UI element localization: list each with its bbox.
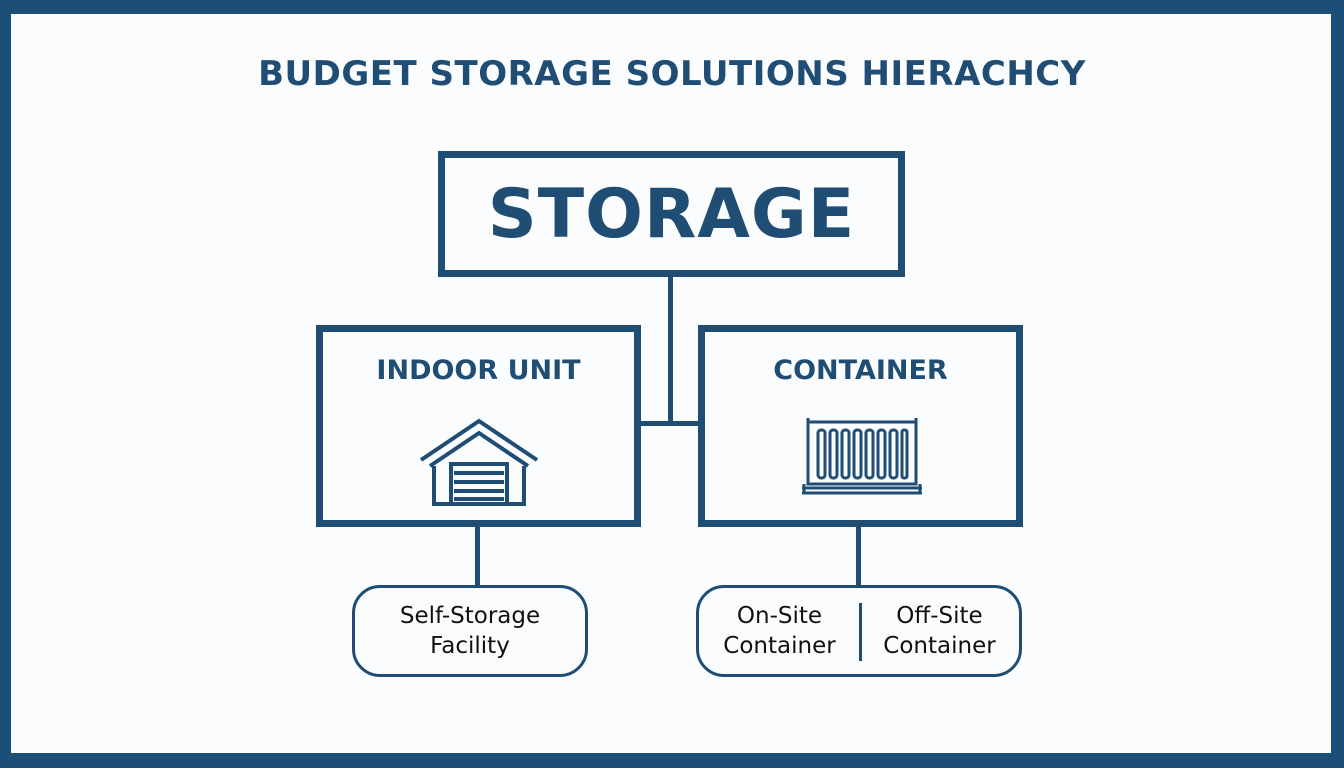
root-node: STORAGE [438,151,905,277]
option-off-site-container: Off-Site Container [860,588,1019,674]
option-line-2: Container [883,633,996,659]
diagram-title: BUDGET STORAGE SOLUTIONS HIERACHCY [258,54,1086,94]
option-line-1: Off-Site [896,603,983,629]
indoor-unit-label: INDOOR UNIT [376,355,581,386]
connector-horizontal [641,421,698,426]
container-node: CONTAINER [698,325,1023,527]
connector-container-to-options [856,527,861,585]
option-divider [859,603,862,661]
garage-icon [419,418,539,506]
connector-indoor-to-option [475,527,480,585]
option-self-storage-facility: Self-Storage Facility [352,585,588,677]
option-line-1: On-Site [736,603,823,629]
connector-root-trunk [668,277,673,425]
option-line-2: Container [723,633,836,659]
option-line-1: Self-Storage [399,603,541,629]
root-label: STORAGE [487,174,856,254]
container-label: CONTAINER [773,355,948,386]
option-line-2: Facility [430,633,510,659]
option-on-site-container: On-Site Container [699,588,860,674]
indoor-unit-node: INDOOR UNIT [316,325,641,527]
shipping-container-icon [802,418,922,495]
option-container-choices: On-Site Container Off-Site Container [696,585,1022,677]
